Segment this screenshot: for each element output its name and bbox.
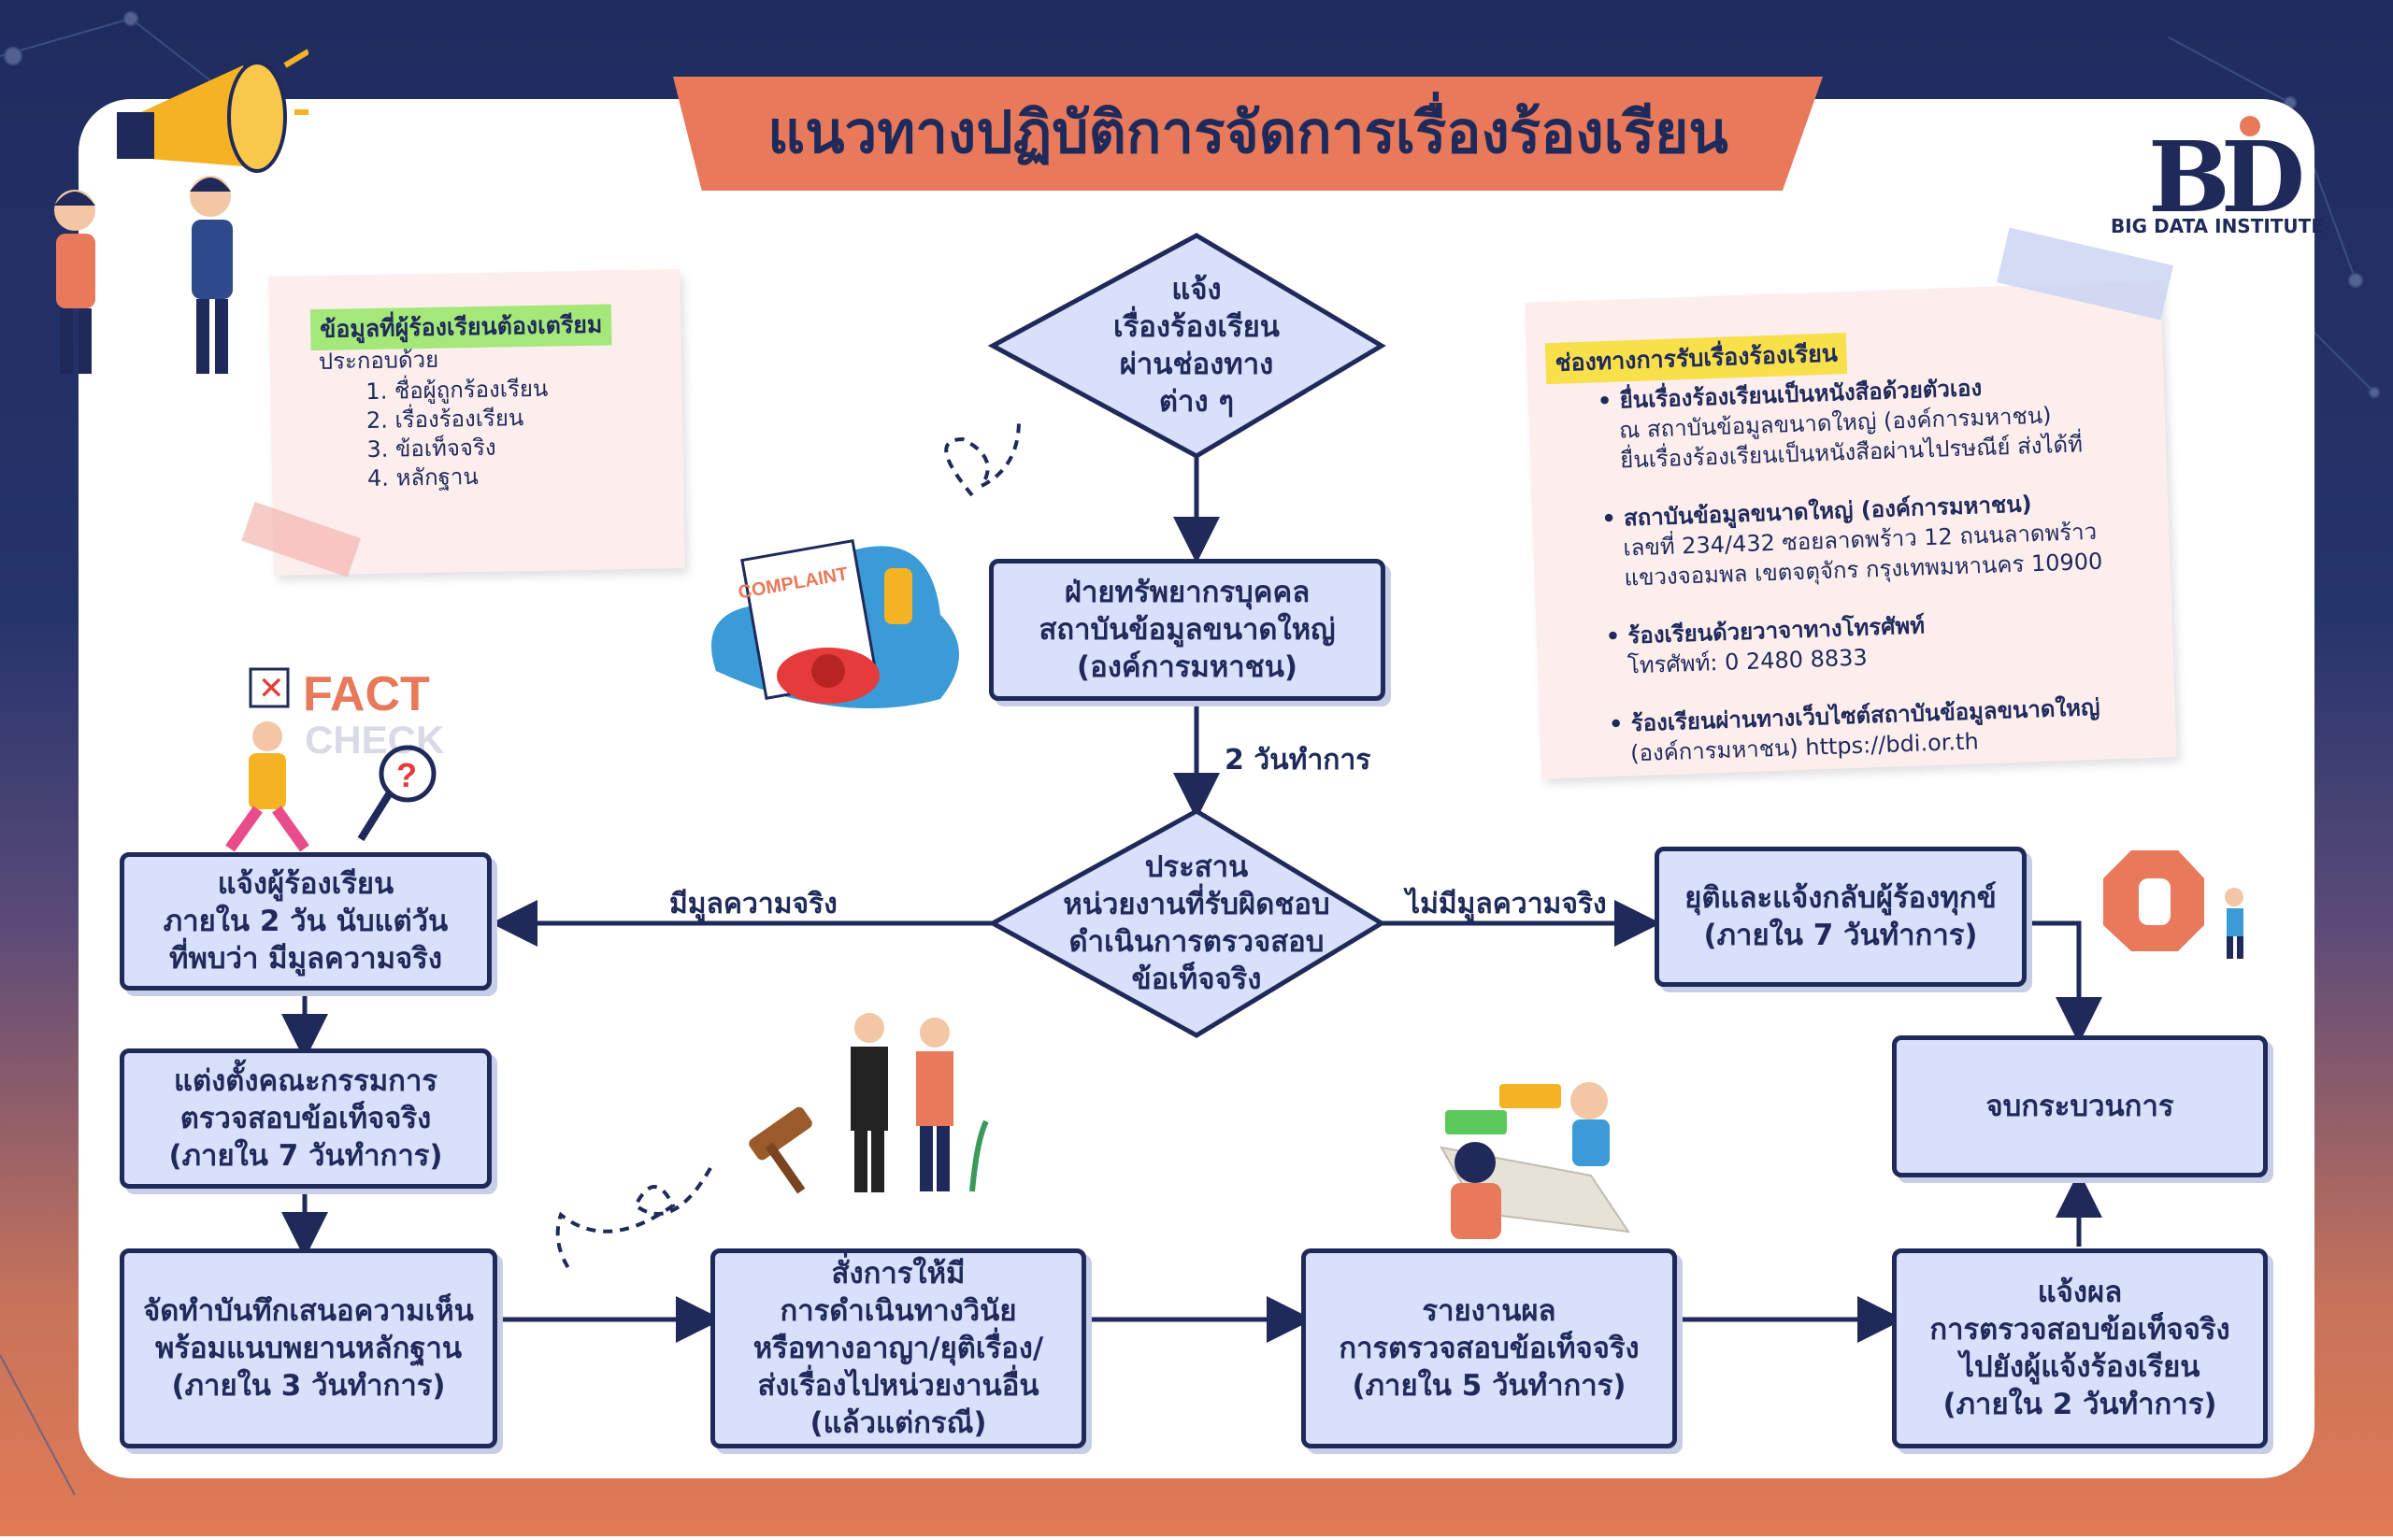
node-line: (ภายใน 5 วันทำการ) <box>1352 1369 1626 1403</box>
node-line: ฝ่ายทรัพยากรบุคคล <box>1064 576 1311 609</box>
node-line: แจ้งผู้ร้องเรียน <box>217 867 394 901</box>
dashed-arrow-decoration <box>555 1167 712 1273</box>
coord-diamond <box>987 808 1386 1038</box>
edge-label-days: 2 วันทำการ <box>1225 744 1371 777</box>
node-line: จบกระบวนการ <box>1985 1090 2174 1123</box>
justice-illustration <box>749 1013 989 1194</box>
svg-text:?: ? <box>396 756 417 794</box>
check-text: CHECK <box>305 718 444 762</box>
node-line: ตรวจสอบข้อเท็จจริง <box>179 1102 432 1135</box>
meeting-illustration <box>1440 1082 1631 1239</box>
node-line: สถาบันข้อมูลขนาดใหญ่ <box>1039 613 1336 647</box>
node-coord: ประสานหน่วยงานที่รับผิดชอบดำเนินการตรวจส… <box>1019 841 1374 1005</box>
node-line: แต่งตั้งคณะกรรมการ <box>174 1064 437 1098</box>
page-title: แนวทางปฏิบัติการจัดการเรื่องร้องเรียน <box>767 98 1728 166</box>
node-line: หน่วยงานที่รับผิดชอบ <box>1063 888 1330 921</box>
node-line: ประสาน <box>1144 850 1249 884</box>
node-hr: ฝ่ายทรัพยากรบุคคลสถาบันข้อมูลขนาดใหญ่(อง… <box>989 559 1385 701</box>
node-notify-result: แจ้งผลการตรวจสอบข้อเท็จจริงไปยังผู้แจ้งร… <box>1892 1248 2268 1448</box>
node-line: ส่งเรื่องไปหน่วยงานอื่น <box>757 1369 1039 1403</box>
node-line: (องค์การมหาชน) <box>1076 650 1298 684</box>
title-banner <box>673 77 1823 191</box>
megaphone-people-illustration <box>54 49 308 374</box>
node-line: (ภายใน 2 วันทำการ) <box>1942 1388 2217 1421</box>
node-line: รายงานผล <box>1422 1294 1556 1328</box>
node-report: รายงานผลการตรวจสอบข้อเท็จจริง (ภายใน 5 วั… <box>1301 1248 1677 1448</box>
edge-label-false: ไม่มีมูลความจริง <box>1406 888 1607 920</box>
node-line: ข้อเท็จจริง <box>1131 962 1262 996</box>
node-line: ภายใน 2 วัน นับแต่วัน <box>163 905 449 938</box>
node-line: การตรวจสอบข้อเท็จจริง <box>1929 1313 2230 1347</box>
node-line: ไปยังผู้แจ้งร้องเรียน <box>1959 1350 2200 1384</box>
node-line: ดำเนินการตรวจสอบ <box>1068 925 1325 959</box>
logo-text: BIG DATA INSTITUTE <box>2111 215 2324 237</box>
node-line: หรือทางอาญา/ยุติเรื่อง/ <box>752 1332 1044 1365</box>
node-line: ต่าง ๆ <box>1158 385 1235 419</box>
dashed-arrow-decoration <box>944 420 1021 497</box>
logo: BD <box>2148 120 2305 235</box>
node-line: การดำเนินทางวินัย <box>780 1294 1017 1328</box>
node-line: การตรวจสอบข้อเท็จจริง <box>1339 1332 1640 1365</box>
node-line: แจ้ง <box>1171 273 1222 307</box>
node-line: (ภายใน 7 วันทำการ) <box>168 1139 443 1173</box>
node-line: พร้อมแนบพยานหลักฐาน <box>154 1332 463 1365</box>
stop-hand-illustration <box>2103 850 2243 959</box>
node-stop: ยุติและแจ้งกลับผู้ร้องทุกข์ (ภายใน 7 วันท… <box>1655 847 2027 987</box>
node-line: ที่พบว่า มีมูลความจริง <box>169 942 442 976</box>
edge-stop-end <box>2027 920 2102 1044</box>
node-line: ผ่านช่องทาง <box>1119 348 1274 381</box>
fact-check-illustration: ✕ FACT CHECK ? <box>225 667 444 852</box>
node-line: (ภายใน 7 วันทำการ) <box>1703 919 1978 952</box>
node-end: จบกระบวนการ <box>1892 1035 2268 1177</box>
fact-text: FACT <box>303 667 430 721</box>
node-line: (แล้วแต่กรณี) <box>810 1406 987 1440</box>
node-start: แจ้งเรื่องร้องเรียนผ่านช่องทางต่าง ๆ <box>1028 264 1365 428</box>
start-diamond <box>987 233 1386 459</box>
logo-dot <box>2240 116 2260 136</box>
node-memo: จัดทำบันทึกเสนอความเห็นพร้อมแนบพยานหลักฐ… <box>120 1248 497 1448</box>
node-committee: แต่งตั้งคณะกรรมการตรวจสอบข้อเท็จจริง (ภาย… <box>120 1048 492 1189</box>
svg-text:✕: ✕ <box>258 671 285 706</box>
node-order: สั่งการให้มีการดำเนินทางวินัยหรือทางอาญา… <box>710 1248 1086 1448</box>
node-line: จัดทำบันทึกเสนอความเห็น <box>143 1294 474 1328</box>
node-line: แจ้งผล <box>2037 1276 2123 1309</box>
node-line: ยุติและแจ้งกลับผู้ร้องทุกข์ <box>1684 881 1997 915</box>
node-notify-found: แจ้งผู้ร้องเรียนภายใน 2 วัน นับแต่วันที่… <box>120 852 492 991</box>
node-line: (ภายใน 3 วันทำการ) <box>171 1369 446 1403</box>
complaint-illustration: COMPLAINT <box>711 538 959 708</box>
node-line: เรื่องร้องเรียน <box>1112 310 1280 344</box>
edge-label-true: มีมูลความจริง <box>669 888 838 920</box>
node-line: สั่งการให้มี <box>831 1257 966 1290</box>
